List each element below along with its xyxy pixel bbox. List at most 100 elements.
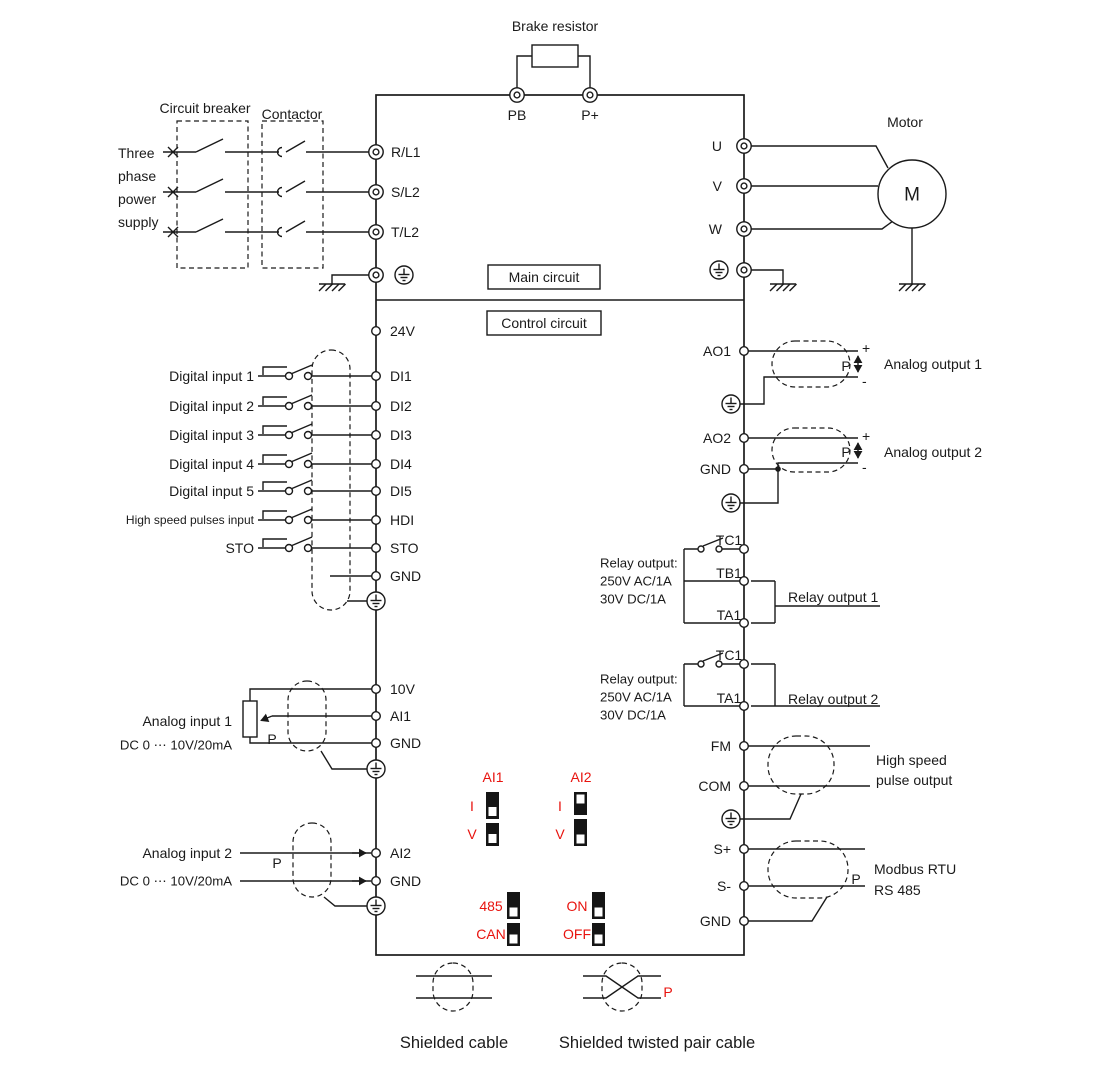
terminal-10v [371, 684, 381, 694]
terminal-di2 [371, 401, 381, 411]
digital-input-section: 24V Digital input 1 DI1 Digital input 2 … [126, 323, 421, 611]
phase-line-s [163, 178, 369, 198]
pot-wiper-arrow [260, 713, 273, 722]
terminal-ta1b-label: TA1 [717, 690, 742, 706]
relay1-contact-b [715, 545, 723, 553]
ai1-i-label: I [470, 798, 474, 814]
terminal-comm-gnd [739, 916, 749, 926]
di2-label: Digital input 2 [169, 398, 254, 414]
motor-label: Motor [887, 114, 923, 130]
terminal-com-label: COM [698, 778, 731, 794]
terminal-di5-label: DI5 [390, 483, 412, 499]
pulse-pe-ground-icon [721, 809, 741, 829]
485-switch-knob [509, 907, 518, 917]
di-pe-ground-icon [366, 591, 386, 611]
terminal-s-l2 [368, 184, 384, 200]
terminal-ao2-gnd [739, 464, 749, 474]
terminal-di3-label: DI3 [390, 427, 412, 443]
supply-word-1: Three [118, 145, 155, 161]
supply-word-4: supply [118, 214, 158, 230]
brake-resistor-label: Brake resistor [512, 18, 599, 34]
relay2-contact-a [697, 660, 705, 668]
terminal-s-minus [739, 881, 749, 891]
terminal-tc1 [739, 544, 749, 554]
analog-output1-label: Analog output 1 [884, 356, 982, 372]
terminal-t-l2-label: T/L2 [391, 224, 419, 240]
main-circuit-label: Main circuit [509, 269, 580, 285]
control-circuit-box [486, 310, 602, 336]
terminal-ao1-label: AO1 [703, 343, 731, 359]
analog-output2-label: Analog output 2 [884, 444, 982, 460]
ai2-switch-title: AI2 [570, 769, 591, 785]
ao2-pe-ground-icon [721, 493, 741, 513]
terminal-sto-label: STO [390, 540, 419, 556]
relay1-external-wires [751, 580, 880, 624]
terminal-w-label: W [709, 221, 723, 237]
ai1-v-switch-knob [488, 834, 497, 843]
di2-switch [257, 394, 373, 411]
ao2-plus-label: + [862, 428, 870, 444]
comm-wires [748, 848, 865, 922]
sw-485-label: 485 [479, 898, 503, 914]
terminal-tc1-label: TC1 [716, 532, 743, 548]
terminal-hdi [371, 515, 381, 525]
ao2-pair-p-label: P [841, 444, 850, 460]
ai1-switch-title: AI1 [482, 769, 503, 785]
terminal-sto [371, 543, 381, 553]
ao1-pair-p-label: P [841, 358, 850, 374]
terminal-ao1 [739, 346, 749, 356]
relay2-contact-b [715, 660, 723, 668]
pe-ground-icon [394, 265, 414, 285]
comm-shield [767, 840, 849, 899]
terminal-di4 [371, 459, 381, 469]
drive-enclosure: Main circuit Control circuit [375, 94, 745, 956]
terminal-di5 [371, 486, 381, 496]
ai2-pair-p-label: P [272, 855, 281, 871]
relay1-contact-a [697, 545, 705, 553]
di4-label: Digital input 4 [169, 456, 254, 472]
relay2-spec-1: Relay output: [600, 672, 678, 687]
analog-input1-label: Analog input 1 [142, 713, 232, 729]
legend-twisted-label: Shielded twisted pair cable [559, 1034, 755, 1052]
can-switch-knob [509, 934, 518, 944]
terminal-s-plus-label: S+ [713, 841, 731, 857]
terminal-ao2 [739, 433, 749, 443]
ai2-v-label: V [555, 826, 565, 842]
analog-output1-section: AO1 + - P Analog output 1 [703, 340, 982, 414]
ao1-wires [740, 350, 858, 405]
output-earth-icon [769, 283, 798, 292]
terminal-di1-label: DI1 [390, 368, 412, 384]
relay1-spec-3: 30V DC/1A [600, 592, 666, 607]
relay1-internal-wires [683, 537, 740, 624]
main-circuit-box [487, 264, 601, 290]
input-earth-icon [318, 283, 347, 292]
relay2-internal-wires [683, 652, 740, 707]
phase-line-t [163, 218, 369, 238]
terminal-p-plus-label: P+ [581, 107, 599, 123]
terminal-ta1 [739, 618, 749, 628]
comm-section: S+ S- GND P Modbus RTU RS 485 [700, 840, 956, 929]
terminal-u [736, 138, 752, 154]
legend-section: Shielded cable P Shielded twisted pair c… [400, 962, 755, 1052]
input-pe-wire [331, 274, 369, 284]
analog-input1-section: Analog input 1 DC 0 ⋯ 10V/20mA P 10V AI1… [120, 680, 421, 779]
ao2-wires [740, 437, 858, 504]
terminal-ai2-gnd [371, 876, 381, 886]
supply-word-3: power [118, 191, 156, 207]
ai2-i-switch-knob [576, 794, 585, 804]
ai1-v-label: V [467, 826, 477, 842]
terminal-ta1b [739, 701, 749, 711]
di-shield [311, 349, 351, 611]
pulse-output-label-2: pulse output [876, 772, 952, 788]
ai2-pe-ground-icon [366, 896, 386, 916]
relay2-external-wires [751, 663, 880, 707]
pulse-output-section: FM COM High speed pulse output [698, 735, 952, 829]
ao2-shield [771, 427, 851, 473]
terminal-ao2-label: AO2 [703, 430, 731, 446]
analog-input2-section: Analog input 2 DC 0 ⋯ 10V/20mA P AI2 GND [120, 822, 421, 916]
terminal-ai1 [371, 711, 381, 721]
contactor-label: Contactor [262, 106, 323, 122]
relay-output1-label: Relay output 1 [788, 589, 878, 605]
analog-input2-label: Analog input 2 [142, 845, 232, 861]
